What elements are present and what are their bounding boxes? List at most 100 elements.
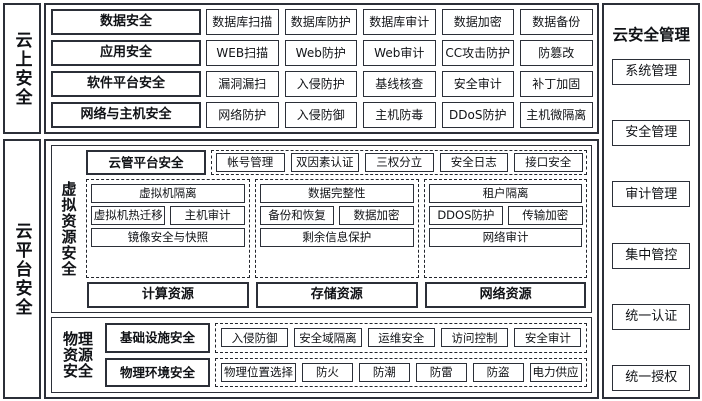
cloud-security-management-rail: 云安全管理 系统管理 安全管理 审计管理 集中管控 统一认证 统一授权 (602, 3, 700, 399)
item-patch-hardening[interactable]: 补丁加固 (520, 71, 593, 97)
item-cc-attack-protection[interactable]: CC攻击防护 (441, 40, 514, 66)
cloud-mgmt-items-group: 帐号管理 双因素认证 三权分立 安全日志 接口安全 (211, 150, 588, 175)
compute-security-group: 虚拟机隔离 虚拟机热迁移 主机审计 镜像安全与快照 (86, 179, 250, 278)
cloud-upper-row: 数据安全 数据库扫描 数据库防护 数据库审计 数据加密 数据备份 (51, 9, 593, 35)
item-host-microsegmentation[interactable]: 主机微隔离 (520, 102, 593, 128)
category-physical-environment-security[interactable]: 物理环境安全 (105, 357, 210, 387)
item-power-supply[interactable]: 电力供应 (529, 362, 582, 382)
item-two-factor-auth[interactable]: 双因素认证 (290, 153, 359, 172)
virtual-resource-security-label: 虚拟资源安全 (56, 150, 82, 308)
item-security-log[interactable]: 安全日志 (439, 153, 508, 172)
cloud-security-management-title: 云安全管理 (612, 26, 690, 44)
pair-row: 虚拟机热迁移 主机审计 (91, 206, 245, 225)
resource-compute[interactable]: 计算资源 (87, 282, 249, 308)
item-theft-protection[interactable]: 防盗 (472, 362, 524, 382)
item-group: 漏洞漏扫 入侵防护 基线核查 安全审计 补丁加固 (206, 71, 593, 97)
rail-label-text: 云上安全 (11, 30, 32, 107)
item-separation-of-powers[interactable]: 三权分立 (365, 153, 434, 172)
item-web-scan[interactable]: WEB扫描 (206, 40, 279, 66)
pair-row: 备份和恢复 数据加密 (259, 206, 414, 225)
item-web-protection[interactable]: Web防护 (284, 40, 357, 66)
rail-item-unified-authorization[interactable]: 统一授权 (612, 365, 690, 392)
left-rail: 云上安全 云平台安全 (3, 3, 41, 399)
item-moisture-protection[interactable]: 防潮 (358, 362, 410, 382)
physical-environment-security-row: 物理环境安全 物理位置选择 防火 防潮 防雷 防盗 电力供应 (105, 357, 588, 387)
physical-environment-items-group: 物理位置选择 防火 防潮 防雷 防盗 电力供应 (215, 357, 588, 387)
item-vulnerability-scan[interactable]: 漏洞漏扫 (206, 71, 279, 97)
category-software-platform-security[interactable]: 软件平台安全 (51, 71, 201, 97)
category-infrastructure-security[interactable]: 基础设施安全 (105, 323, 210, 353)
category-cloud-mgmt-platform-security[interactable]: 云管平台安全 (86, 150, 206, 175)
item-backup-recovery[interactable]: 备份和恢复 (259, 206, 335, 225)
item-group: 网络防护 入侵防御 主机防毒 DDoS防护 主机微隔离 (206, 102, 593, 128)
item-security-zone-isolation[interactable]: 安全域隔离 (294, 328, 362, 348)
item-intrusion-defense[interactable]: 入侵防御 (221, 328, 289, 348)
item-db-protection[interactable]: 数据库防护 (284, 9, 357, 35)
item-access-control[interactable]: 访问控制 (440, 328, 509, 348)
item-ddos-protection[interactable]: DDoS防护 (441, 102, 514, 128)
item-data-backup[interactable]: 数据备份 (520, 9, 593, 35)
rail-item-system-management[interactable]: 系统管理 (612, 59, 690, 85)
item-db-scan[interactable]: 数据库扫描 (206, 9, 279, 35)
item-web-audit[interactable]: Web审计 (363, 40, 436, 66)
item-data-encryption[interactable]: 数据加密 (441, 9, 514, 35)
item-interface-security[interactable]: 接口安全 (514, 153, 583, 172)
resource-pools-row: 计算资源 存储资源 网络资源 (86, 282, 587, 308)
cloud-management-platform-row: 云管平台安全 帐号管理 双因素认证 三权分立 安全日志 接口安全 (86, 150, 588, 175)
item-security-audit[interactable]: 安全审计 (441, 71, 514, 97)
item-data-integrity[interactable]: 数据完整性 (259, 184, 414, 203)
resource-storage[interactable]: 存储资源 (255, 282, 418, 308)
item-host-antivirus[interactable]: 主机防毒 (363, 102, 436, 128)
item-host-audit[interactable]: 主机审计 (170, 206, 245, 225)
item-ops-security[interactable]: 运维安全 (367, 328, 435, 348)
rail-item-audit-management[interactable]: 审计管理 (612, 181, 690, 208)
item-network-audit[interactable]: 网络审计 (428, 228, 583, 247)
virtual-resource-body: 云管平台安全 帐号管理 双因素认证 三权分立 安全日志 接口安全 虚拟机隔离 (86, 150, 588, 308)
storage-security-group: 数据完整性 备份和恢复 数据加密 剩余信息保护 (254, 179, 419, 278)
virtual-resource-groups: 虚拟机隔离 虚拟机热迁移 主机审计 镜像安全与快照 数据完整性 备份和恢复 (86, 179, 588, 278)
item-physical-location-selection[interactable]: 物理位置选择 (221, 362, 296, 382)
item-vm-isolation[interactable]: 虚拟机隔离 (91, 184, 245, 203)
item-db-audit[interactable]: 数据库审计 (363, 9, 436, 35)
item-lightning-protection[interactable]: 防雷 (415, 362, 467, 382)
network-security-group: 租户隔离 DDOS防护 传输加密 网络审计 (423, 179, 588, 278)
item-tenant-isolation[interactable]: 租户隔离 (428, 184, 583, 203)
item-group: 数据库扫描 数据库防护 数据库审计 数据加密 数据备份 (206, 9, 593, 35)
rail-label-text: 云平台安全 (11, 221, 32, 317)
rail-label-cloud-upper-security: 云上安全 (3, 3, 41, 134)
cloud-platform-security-section: 虚拟资源安全 云管平台安全 帐号管理 双因素认证 三权分立 安全日志 接口安全 (44, 139, 600, 399)
item-intrusion-protection[interactable]: 入侵防护 (284, 71, 357, 97)
virtual-resource-label-text: 虚拟资源安全 (59, 181, 78, 277)
item-security-audit[interactable]: 安全审计 (514, 328, 582, 348)
physical-resource-security-label: 物理资源安全 (62, 329, 93, 381)
item-image-security-snapshot[interactable]: 镜像安全与快照 (91, 228, 245, 247)
resource-network[interactable]: 网络资源 (424, 282, 587, 308)
rail-label-cloud-platform-security: 云平台安全 (3, 139, 41, 399)
category-application-security[interactable]: 应用安全 (51, 40, 201, 66)
rail-item-unified-authentication[interactable]: 统一认证 (612, 303, 690, 330)
virtual-resource-security-block: 虚拟资源安全 云管平台安全 帐号管理 双因素认证 三权分立 安全日志 接口安全 (51, 145, 593, 313)
category-network-host-security[interactable]: 网络与主机安全 (51, 102, 201, 128)
item-fire-protection[interactable]: 防火 (302, 362, 353, 382)
center-column: 数据安全 数据库扫描 数据库防护 数据库审计 数据加密 数据备份 应用安全 WE… (44, 3, 600, 399)
item-account-management[interactable]: 帐号管理 (216, 153, 285, 172)
item-ddos-protection[interactable]: DDOS防护 (428, 206, 504, 225)
cloud-upper-row: 软件平台安全 漏洞漏扫 入侵防护 基线核查 安全审计 补丁加固 (51, 71, 593, 97)
item-anti-tamper[interactable]: 防篡改 (520, 40, 593, 66)
category-data-security[interactable]: 数据安全 (51, 9, 201, 35)
item-residual-info-protection[interactable]: 剩余信息保护 (259, 228, 414, 247)
cloud-upper-row: 网络与主机安全 网络防护 入侵防御 主机防毒 DDoS防护 主机微隔离 (51, 102, 593, 128)
rail-item-centralized-control[interactable]: 集中管控 (612, 242, 690, 269)
item-vm-live-migration[interactable]: 虚拟机热迁移 (91, 206, 166, 225)
item-transmission-encryption[interactable]: 传输加密 (508, 206, 583, 225)
physical-resource-body: 基础设施安全 入侵防御 安全域隔离 运维安全 访问控制 安全审计 物理环境安全 … (105, 323, 588, 387)
item-data-encryption[interactable]: 数据加密 (339, 206, 414, 225)
item-intrusion-defense[interactable]: 入侵防御 (284, 102, 357, 128)
infrastructure-security-row: 基础设施安全 入侵防御 安全域隔离 运维安全 访问控制 安全审计 (105, 323, 588, 353)
item-baseline-check[interactable]: 基线核查 (363, 71, 436, 97)
item-network-protection[interactable]: 网络防护 (206, 102, 279, 128)
cloud-upper-row: 应用安全 WEB扫描 Web防护 Web审计 CC攻击防护 防篡改 (51, 40, 593, 66)
rail-item-security-management[interactable]: 安全管理 (612, 120, 690, 147)
physical-resource-security-block: 物理资源安全 基础设施安全 入侵防御 安全域隔离 运维安全 访问控制 安全审计 (51, 317, 593, 393)
